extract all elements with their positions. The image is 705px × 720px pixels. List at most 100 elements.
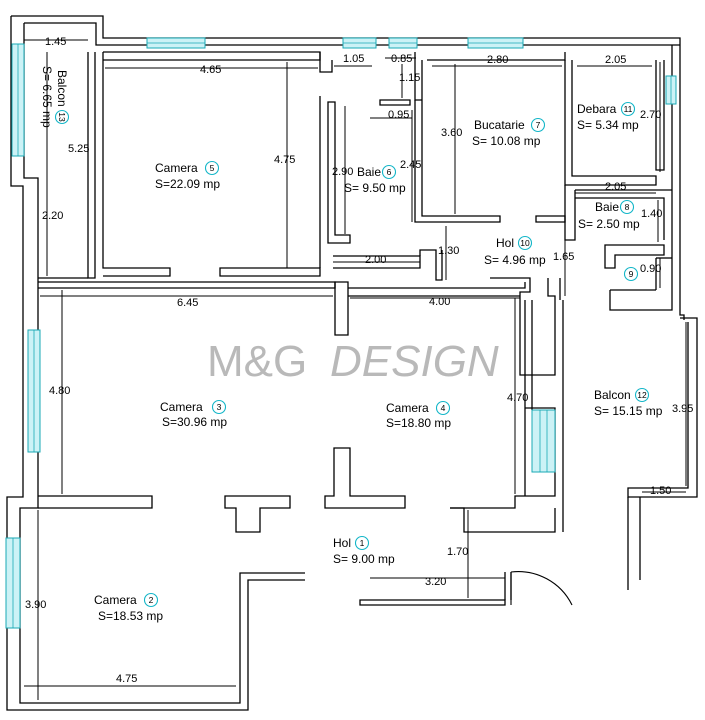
room-baie-6: Baie 6 S= 9.50 mp <box>344 164 406 195</box>
room-name: Camera <box>155 161 198 175</box>
dim-label: 4.00 <box>429 296 450 308</box>
dim-label: 1.15 <box>399 72 420 84</box>
dim-label: 2.90 <box>332 166 353 178</box>
dimension-lines <box>24 39 687 700</box>
dim-label: 5.25 <box>68 143 89 155</box>
room-balcon-13: Balcon 13 S= 6.65 mp <box>40 66 70 128</box>
room-number-marker <box>530 117 546 133</box>
room-number-marker <box>143 592 159 608</box>
room-number-marker <box>354 535 370 551</box>
room-number: 11 <box>624 104 633 114</box>
room-debara-11: Debara 11 S= 5.34 mp <box>577 101 639 132</box>
room-number: 4 <box>441 403 446 413</box>
room-area: S= 4.96 mp <box>484 253 546 267</box>
dim-label: 1.30 <box>438 245 459 257</box>
room-camera-5: Camera 5 S=22.09 mp <box>155 160 220 191</box>
dim-label: 3.95 <box>672 403 693 415</box>
room-name: Bucatarie <box>474 118 525 132</box>
dim-label: 4.70 <box>507 392 528 404</box>
dim-label: 4.75 <box>274 154 295 166</box>
watermark: M&G DESIGN <box>207 337 499 386</box>
dim-label: 1.65 <box>553 251 574 263</box>
dim-label: 3.60 <box>441 127 462 139</box>
room-number: 8 <box>625 202 630 212</box>
room-hol-10: Hol 10 S= 4.96 mp <box>484 235 546 267</box>
room-area: S=18.53 mp <box>98 609 163 623</box>
dim-label: 0.85 <box>391 53 412 65</box>
room-name: Balcon <box>594 388 631 402</box>
room-number-marker <box>619 199 635 215</box>
room-area: S= 15.15 mp <box>594 404 663 418</box>
dim-label: 1.45 <box>45 36 66 48</box>
entrance-door <box>510 571 573 606</box>
room-name: Baie <box>595 200 619 214</box>
room-bucatarie-7: Bucatarie 7 S= 10.08 mp <box>472 117 546 148</box>
room-name: Debara <box>577 102 617 116</box>
room-number-marker <box>517 235 533 251</box>
room-9: 9 <box>623 266 639 282</box>
room-number: 9 <box>629 269 634 279</box>
dim-label: 3.90 <box>25 599 46 611</box>
room-area: S= 2.50 mp <box>578 217 640 231</box>
dim-label: 6.45 <box>177 297 198 309</box>
window-camera-4 <box>531 409 556 473</box>
room-number: 3 <box>217 402 222 412</box>
dim-label: 4.75 <box>116 673 137 685</box>
dim-label: 2.45 <box>400 159 421 171</box>
room-area: S=18.80 mp <box>386 416 451 430</box>
room-camera-3: Camera 3 S=30.96 mp <box>160 399 227 429</box>
dim-label: 1.50 <box>650 485 671 497</box>
room-number: 5 <box>210 163 215 173</box>
room-name: Balcon <box>55 70 69 107</box>
room-camera-4: Camera 4 S=18.80 mp <box>386 400 451 430</box>
dimension-labels: 1.45 4.65 1.05 0.85 2.80 2.05 1.15 0.95 … <box>25 36 693 685</box>
room-area: S= 5.34 mp <box>577 118 639 132</box>
dim-label: 2.05 <box>605 181 626 193</box>
dim-label: 0.90 <box>640 263 661 275</box>
dim-label: 4.65 <box>200 64 221 76</box>
dim-label: 1.05 <box>343 53 364 65</box>
dim-label: 1.70 <box>447 546 468 558</box>
room-number-marker <box>623 266 639 282</box>
room-area: S= 9.00 mp <box>333 552 395 566</box>
room-number: 12 <box>637 390 647 400</box>
watermark-word: DESIGN <box>330 337 499 386</box>
room-number-marker <box>211 399 227 415</box>
windows <box>5 37 677 629</box>
walls <box>6 15 698 711</box>
room-labels: Hol 1 S= 9.00 mp Camera 2 S=18.53 mp Cam… <box>40 66 663 623</box>
room-number: 7 <box>536 120 541 130</box>
room-number-marker <box>381 164 397 180</box>
room-number-marker <box>634 387 650 403</box>
watermark-brand: M&G <box>207 337 307 386</box>
room-number: 2 <box>149 595 154 605</box>
dim-label: 2.05 <box>605 54 626 66</box>
room-name: Camera <box>94 593 137 607</box>
dim-label: 2.00 <box>365 254 386 266</box>
room-name: Baie <box>357 165 381 179</box>
room-name: Hol <box>333 536 351 550</box>
room-name: Camera <box>386 401 429 415</box>
room-hol-1: Hol 1 S= 9.00 mp <box>333 535 395 566</box>
room-number: 6 <box>387 167 392 177</box>
dim-label: 2.70 <box>640 109 661 121</box>
room-number-marker <box>435 400 451 416</box>
dim-label: 2.20 <box>42 210 63 222</box>
room-baie-8: Baie 8 S= 2.50 mp <box>578 199 640 231</box>
room-number: 13 <box>57 112 67 122</box>
room-area: S= 10.08 mp <box>472 134 541 148</box>
room-name: Hol <box>496 236 514 250</box>
dim-label: 2.80 <box>487 54 508 66</box>
dim-label: 3.20 <box>425 576 446 588</box>
dim-label: 4.80 <box>49 385 70 397</box>
room-area: S= 9.50 mp <box>344 181 406 195</box>
room-number: 10 <box>520 238 530 248</box>
room-balcon-12: Balcon 12 S= 15.15 mp <box>594 387 663 418</box>
room-number: 1 <box>360 538 365 548</box>
room-area: S=30.96 mp <box>162 415 227 429</box>
dim-label: 1.40 <box>641 208 662 220</box>
room-number-marker <box>204 160 220 176</box>
room-number-marker <box>54 109 70 125</box>
room-area: S=22.09 mp <box>155 177 220 191</box>
